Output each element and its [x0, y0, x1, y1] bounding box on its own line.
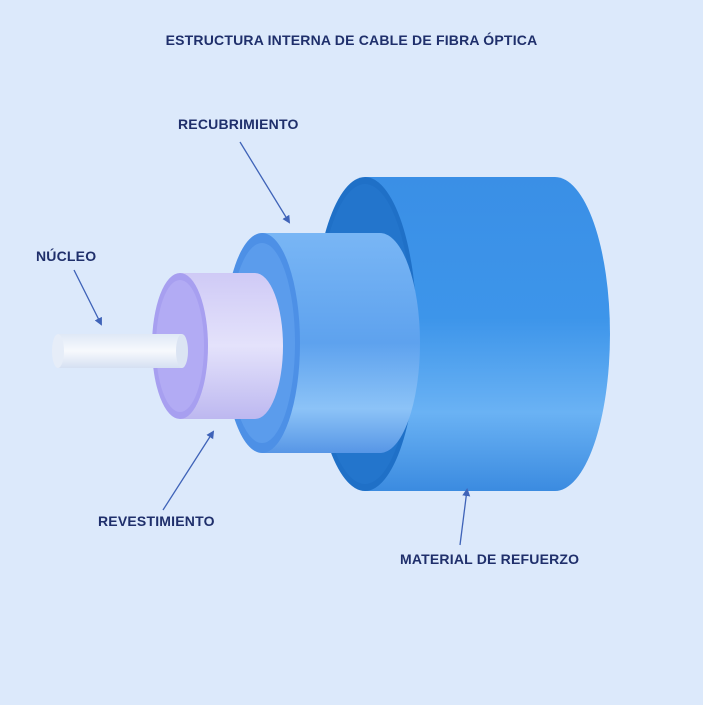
arrow-nucleo	[73, 269, 102, 326]
core-fiber	[52, 334, 188, 368]
arrow-refuerzo	[459, 488, 471, 546]
diagram-title: ESTRUCTURA INTERNA DE CABLE DE FIBRA ÓPT…	[165, 32, 538, 48]
label-nucleo: NÚCLEO	[36, 248, 97, 264]
arrow-revestimiento	[162, 430, 215, 511]
label-recubrimiento: RECUBRIMIENTO	[178, 116, 299, 132]
label-revestimiento: REVESTIMIENTO	[98, 513, 215, 529]
label-material-de-refuerzo: MATERIAL DE REFUERZO	[400, 551, 580, 567]
arrow-recubrimiento	[239, 141, 291, 224]
